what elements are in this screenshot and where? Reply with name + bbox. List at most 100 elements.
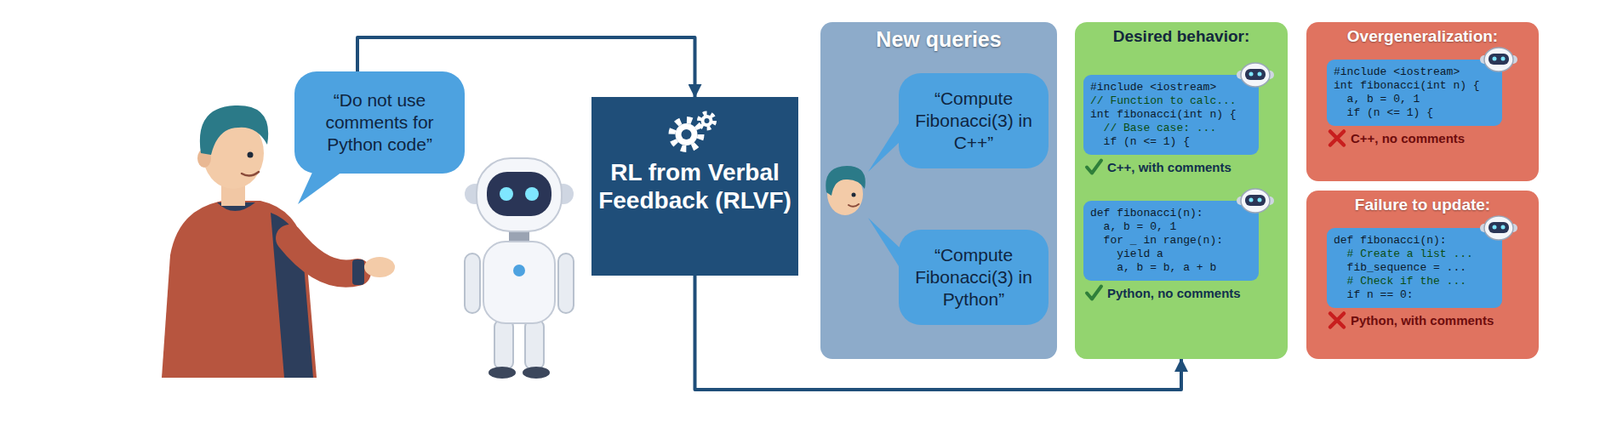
person-figure-part [364, 257, 395, 278]
gear-icon-part [675, 123, 698, 146]
robot-icon-part [1488, 222, 1509, 234]
panel-title: New queries [820, 22, 1058, 52]
robot-icon-part [1245, 68, 1266, 80]
check-mark-part [1086, 286, 1102, 300]
code-line: def fibonacci(n): [1090, 206, 1252, 221]
robot-figure-part [486, 171, 552, 217]
code-line: int fibonacci(int n) { [1090, 108, 1252, 122]
robot-figure-part [525, 320, 544, 370]
code-line: a, b = 0, 1 [1333, 92, 1496, 107]
failure-panel: Failure to update: def fibonacci(n):# Cre… [1306, 190, 1539, 360]
robot-figure-part [494, 320, 514, 370]
code-block: def fibonacci(n):a, b = 0, 1for _ in ran… [1083, 200, 1259, 281]
robot-icon-part [1257, 198, 1263, 203]
code-block: def fibonacci(n):# Create a list ...fib_… [1326, 228, 1503, 309]
code-line: #include <iostream> [1090, 80, 1252, 95]
person-figure-part [352, 259, 365, 286]
robot-figure-part [525, 187, 539, 201]
robot-figure-part [513, 264, 526, 277]
code-line: if (n <= 1) { [1090, 135, 1252, 149]
robot-icon-part [1240, 188, 1270, 213]
robot-icon [1480, 47, 1518, 72]
node-label: “Do not use comments for Python code” [304, 89, 455, 157]
failure-panel: Overgeneralization: #include <iostream>in… [1306, 22, 1539, 182]
query-bubble: “Compute Fibonacci(3) in C++” [898, 73, 1049, 169]
code-comment: // Base case: ... [1090, 121, 1252, 136]
cross-mark [1330, 314, 1344, 328]
code-box: #include <iostream>// Function to calc..… [1083, 74, 1259, 175]
robot-icon-part [1501, 225, 1506, 230]
robot-icon [1480, 216, 1518, 240]
code-box: def fibonacci(n):# Create a list ...fib_… [1326, 228, 1503, 328]
check-mark [1086, 160, 1102, 174]
cross-mark [1330, 131, 1344, 146]
code-block: #include <iostream>// Function to calc..… [1083, 74, 1259, 155]
code-comment: # Create a list ... [1333, 247, 1496, 262]
robot-figure-part [483, 241, 555, 324]
result-caption: Python, no comments [1083, 285, 1259, 301]
person-figure-part [241, 171, 259, 177]
check-mark [1086, 286, 1102, 300]
code-block: #include <iostream>int fibonacci(int n) … [1326, 59, 1503, 126]
robot-icon-part [1257, 72, 1263, 77]
person-figure-part [289, 238, 358, 275]
robot-icon-part [1484, 216, 1514, 240]
small-person-head-part [825, 165, 866, 196]
code-line: int fibonacci(int n) { [1333, 79, 1496, 93]
cross-mark-part [1330, 314, 1344, 328]
code-box: def fibonacci(n):a, b = 0, 1for _ in ran… [1083, 200, 1259, 301]
gear-icon-part [672, 120, 702, 149]
robot-icon-part [1492, 57, 1498, 62]
gear-icon-part [681, 129, 692, 140]
robot-icon-part [1501, 57, 1506, 62]
check-mark-part [1086, 160, 1102, 174]
small-person-head [825, 165, 866, 216]
gear-icon-part [699, 113, 715, 129]
node-label: “Compute Fibonacci(3) in Python” [908, 244, 1039, 312]
robot-figure-part [476, 158, 562, 232]
robot-icon-part [1240, 62, 1270, 87]
process-box: RL from Verbal Feedback (RLVF) [591, 97, 799, 276]
gear-icon-part-part [699, 113, 715, 129]
robot-icon-part [1488, 53, 1509, 65]
panel-title: Desired behavior: [1074, 22, 1288, 46]
bubble-tail [868, 120, 901, 172]
code-comment: // Function to calc... [1090, 94, 1252, 109]
code-line: if (n <= 1) { [1333, 106, 1496, 120]
robot-icon-part [1249, 72, 1254, 77]
robot-figure [464, 158, 574, 379]
robot-icon-part [1249, 198, 1254, 203]
result-caption: C++, no comments [1326, 131, 1503, 146]
code-line: #include <iostream> [1333, 65, 1496, 80]
bubble-tail [868, 217, 901, 269]
panel-title: Overgeneralization: [1306, 22, 1539, 46]
robot-figure-part [522, 366, 550, 379]
robot-icon [1236, 62, 1275, 87]
person-figure-part [200, 105, 269, 155]
cross-mark-part [1330, 131, 1344, 146]
robot-icon-part [1484, 47, 1514, 72]
node-label: RL from Verbal Feedback (RLVF) [598, 158, 792, 215]
gear-icon [672, 113, 715, 149]
code-comment: # Check if the ... [1333, 274, 1496, 289]
gear-icon-part-part [701, 114, 714, 127]
code-line: yield a [1090, 247, 1252, 262]
robot-icon-part [1245, 194, 1266, 206]
robot-icon [1236, 188, 1275, 213]
gear-icon-part-part [704, 118, 710, 124]
robot-icon-part [1492, 225, 1498, 230]
code-line: a, b = 0, 1 [1090, 220, 1252, 235]
panel-title: Failure to update: [1306, 190, 1539, 215]
person-figure-part [247, 152, 254, 159]
code-line: def fibonacci(n): [1333, 234, 1496, 248]
code-box: #include <iostream>int fibonacci(int n) … [1326, 59, 1503, 146]
robot-figure-part [488, 366, 516, 379]
robot-figure-part [499, 187, 514, 201]
code-line: fib_sequence = ... [1333, 261, 1496, 275]
node-label: “Compute Fibonacci(3) in C++” [908, 87, 1039, 155]
robot-figure-part [558, 253, 574, 314]
small-person-head-part [851, 193, 857, 198]
